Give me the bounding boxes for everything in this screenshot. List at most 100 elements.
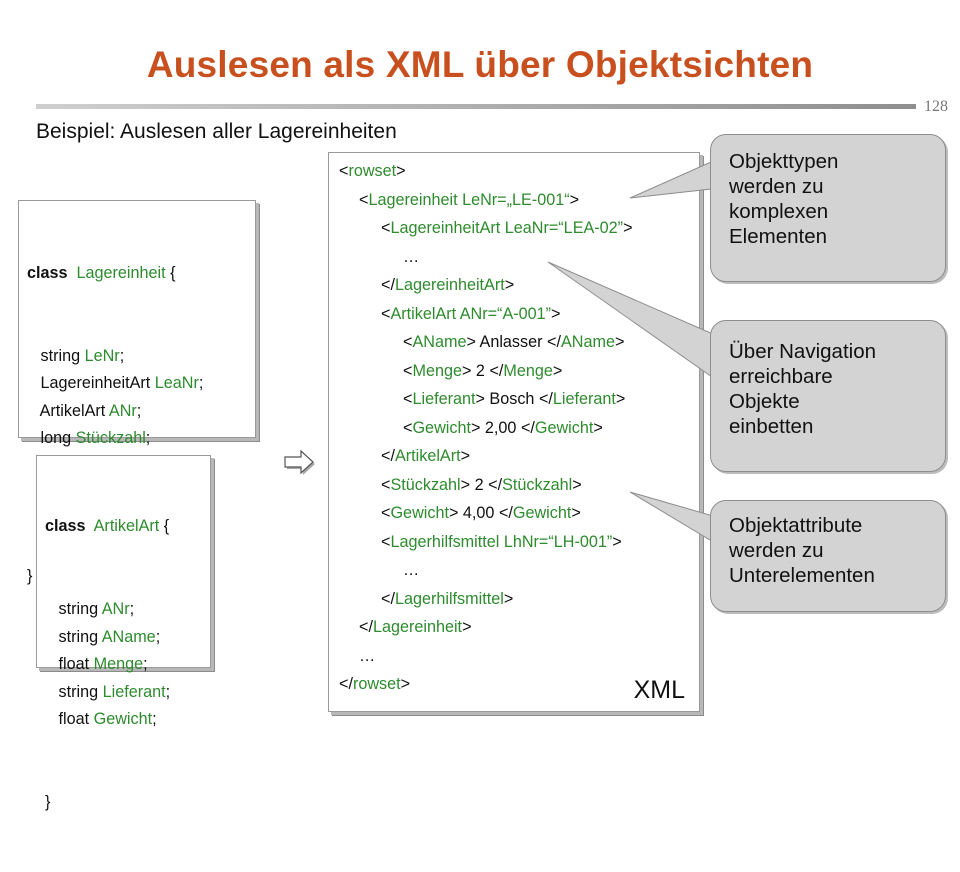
xml-value: Bosch <box>484 390 539 408</box>
member-name: Menge <box>93 655 144 674</box>
member-type: string <box>40 346 81 365</box>
member-name: ANr <box>108 401 137 420</box>
xml-value: 2,00 <box>480 418 521 437</box>
open-brace: { <box>170 264 176 282</box>
xml-line: <rowset> <box>339 162 406 180</box>
xml-tag: Lagereinheit LeNr=„LE-001“ <box>368 190 570 209</box>
xml-label: XML <box>633 676 685 704</box>
xml-end-tag: Lieferant <box>552 390 616 408</box>
xml-line: </rowset> <box>339 675 411 693</box>
xml-value: 2 <box>471 361 490 380</box>
class-keyword: class <box>45 517 86 536</box>
xml-ellipsis: … <box>403 561 420 579</box>
xml-code: <rowset> <Lagereinheit LeNr=„LE-001“> <Lag… <box>329 157 633 699</box>
xml-end-tag: Gewicht <box>512 504 572 522</box>
member-type: float <box>58 710 90 729</box>
callout-line: werden zu <box>729 175 824 198</box>
xml-line: <Lagereinheit LeNr=„LE-001“> <box>359 190 580 209</box>
xml-line: </Lagereinheit> <box>359 618 472 636</box>
class-name: ArtikelArt <box>93 517 160 536</box>
xml-line: </ArtikelArt> <box>381 447 471 465</box>
class-header: class Lagereinheit { <box>27 260 203 288</box>
xml-value: 4,00 <box>458 504 499 522</box>
member-type: float <box>58 655 90 674</box>
callout-line: werden zu <box>729 539 824 562</box>
xml-tag: rowset <box>348 162 397 180</box>
callout-line: Unterelementen <box>729 564 875 587</box>
close-brace: } <box>45 793 51 812</box>
xml-line: … <box>329 642 633 671</box>
callout-line: Elementen <box>729 225 828 248</box>
xml-tag: LagereinheitArt LeaNr=“LEA-02” <box>390 219 624 237</box>
class-member: string ANr; <box>58 599 135 618</box>
xml-tag: ArtikelArt ANr=“A-001” <box>390 304 552 323</box>
class-member: string LeNr; <box>40 346 125 365</box>
xml-line: <Stückzahl> 2 </Stückzahl> <box>381 475 582 494</box>
member-name: LeaNr <box>154 374 199 392</box>
xml-tag: Lieferant <box>412 390 476 408</box>
slide-title: Auslesen als XML über Objektsichten <box>146 44 814 85</box>
callout-line: Objekttypen <box>729 150 839 173</box>
callout-attributes: Objektattribute werden zu Unterelementen <box>710 500 946 612</box>
class-member: string Lieferant; <box>58 682 171 701</box>
callout-text: Über Navigation erreichbare Objekte einb… <box>729 339 876 439</box>
xml-ellipsis: … <box>359 646 376 665</box>
class-member: long Stückzahl; <box>40 429 151 447</box>
xml-line: <LagereinheitArt LeaNr=“LEA-02”> <box>381 219 633 237</box>
member-type: LagereinheitArt <box>40 374 151 392</box>
xml-value: Anlasser <box>475 333 548 351</box>
xml-line: <Gewicht> 4,00 </Gewicht> <box>381 504 581 522</box>
member-type: ArtikelArt <box>39 401 106 420</box>
xml-ellipsis: … <box>403 247 420 266</box>
xml-line: <AName> Anlasser </AName> <box>403 333 625 351</box>
callout-text: Objekttypen werden zu komplexen Elemente… <box>729 149 838 249</box>
member-name: AName <box>101 627 156 646</box>
callout-line: Objekte <box>729 390 800 413</box>
class-member: ArtikelArt ANr; <box>39 401 142 420</box>
xml-line: </LagereinheitArt> <box>381 276 515 294</box>
member-name: Stückzahl <box>75 429 146 447</box>
xml-tag: ArtikelArt <box>394 447 461 465</box>
arrow-right-icon <box>284 449 315 475</box>
xml-tag: Gewicht <box>390 504 449 522</box>
page-number: 128 <box>924 98 948 115</box>
callout-text: Objektattribute werden zu Unterelementen <box>729 513 875 588</box>
class-artikelart-code: class ArtikelArt { string ANr; string AN… <box>45 458 170 872</box>
xml-end-tag: Stückzahl <box>502 475 573 494</box>
xml-tag: Gewicht <box>412 418 471 437</box>
xml-tag: Stückzahl <box>390 475 461 494</box>
xml-tag: AName <box>412 333 467 351</box>
close-brace: } <box>27 566 33 585</box>
xml-output-box: <rowset> <Lagereinheit LeNr=„LE-001“> <Lag… <box>328 152 700 712</box>
class-member: LagereinheitArt LeaNr; <box>40 374 204 392</box>
xml-tag: Lagerhilfsmittel <box>394 589 504 608</box>
member-name: LeNr <box>84 346 120 365</box>
xml-tag: Lagerhilfsmittel LhNr=“LH-001” <box>390 532 613 551</box>
member-type: string <box>58 599 99 618</box>
xml-tag: LagereinheitArt <box>394 276 505 294</box>
xml-line: … <box>329 243 633 272</box>
xml-line: <Gewicht> 2,00 </Gewicht> <box>403 418 603 437</box>
xml-end-tag: Gewicht <box>534 418 594 437</box>
xml-tag: Lagereinheit <box>372 618 463 636</box>
xml-value: 2 <box>470 475 489 494</box>
member-type: string <box>58 627 99 646</box>
xml-line: </Lagerhilfsmittel> <box>381 589 514 608</box>
xml-tag: Menge <box>412 361 462 380</box>
xml-line: … <box>329 556 633 585</box>
member-type: long <box>40 429 72 447</box>
callout-line: komplexen <box>729 200 829 223</box>
callout-line: einbetten <box>729 415 814 438</box>
class-keyword: class <box>27 264 68 282</box>
class-members: string ANr; string AName; float Menge; s… <box>45 596 171 734</box>
class-member: float Menge; <box>58 655 148 674</box>
member-type: string <box>58 682 99 701</box>
xml-line: <ArtikelArt ANr=“A-001”> <box>381 304 561 323</box>
class-artikelart-box: class ArtikelArt { string ANr; string AN… <box>36 455 211 811</box>
xml-end-tag: Menge <box>503 361 553 380</box>
callout-navigation: Über Navigation erreichbare Objekte einb… <box>710 320 946 472</box>
class-header: class ArtikelArt { <box>45 513 170 541</box>
xml-line: <Menge> 2 </Menge> <box>403 361 563 380</box>
class-lagereinheit-box: class Lagereinheit { string LeNr; Lagere… <box>18 200 256 585</box>
member-name: ANr <box>101 599 130 618</box>
